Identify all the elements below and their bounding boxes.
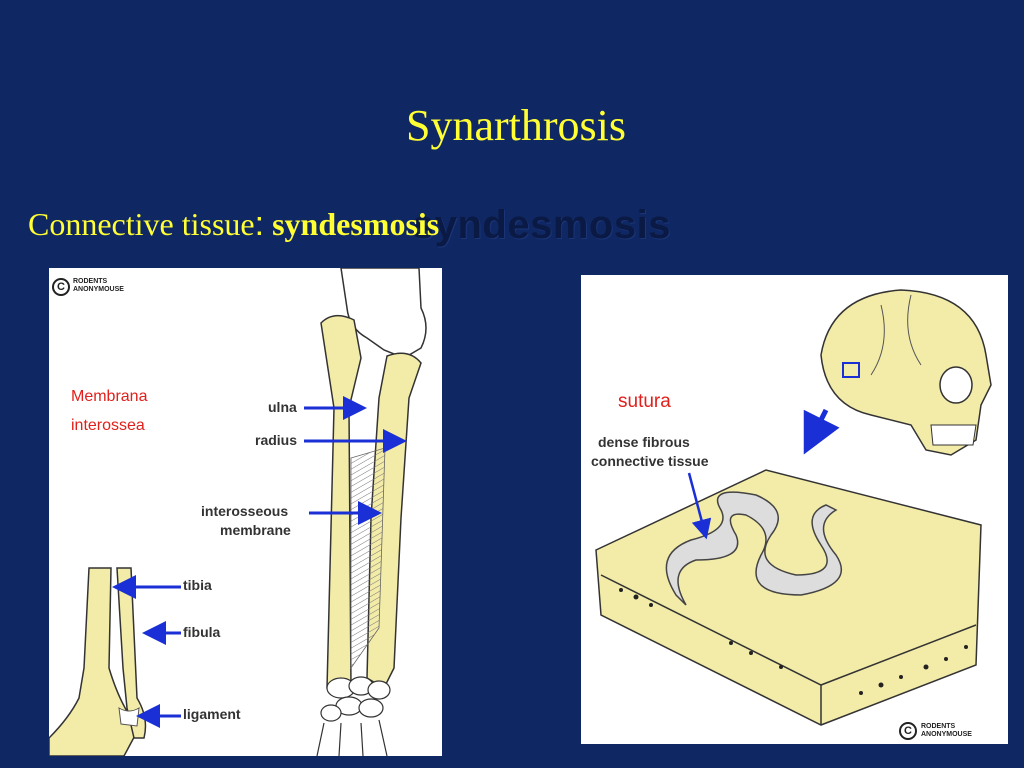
radius-label: radius [255,432,298,448]
slide-title: Synarthrosis [406,101,626,150]
skull-suture-drawing [595,289,992,726]
copyright-icon: C [899,722,917,740]
dense-fibrous-label: dense fibrous [598,434,690,450]
slide-subtitle: Connective tissue: syndesmosis [28,205,439,244]
subtitle-colon: : [254,205,265,243]
connective-tissue-label: connective tissue [591,453,709,469]
logo-line-2: ANONYMOUSE [921,731,972,738]
interossea-label: interossea [71,417,145,434]
logo-line-1: RODENTS [73,278,108,285]
ghost-heading: syndesmosis [412,203,671,247]
copyright-icon: C [52,278,70,296]
forearm-leg-illustration: C RODENTS ANONYMOUSE Membrana interossea… [49,268,442,756]
logo-line-2: ANONYMOUSE [73,286,124,293]
logo-line-1: RODENTS [921,723,956,730]
rodents-logo: RODENTS ANONYMOUSE [73,278,124,294]
fibula-label: fibula [183,624,221,640]
subtitle-term: syndesmosis [272,206,440,242]
suture-illustration: sutura dense fibrous connective tissue C… [581,275,1008,744]
forearm-leg-drawing [49,268,427,756]
membrane-label: membrane [220,522,291,538]
subtitle-prefix: Connective tissue [28,206,255,242]
sutura-label: sutura [618,391,671,412]
membrana-label: Membrana [71,388,148,405]
tibia-label: tibia [183,577,212,593]
interosseous-label: interosseous [201,503,289,519]
ligament-label: ligament [183,706,241,722]
rodents-logo: RODENTS ANONYMOUSE [921,723,972,739]
ulna-label: ulna [268,399,297,415]
